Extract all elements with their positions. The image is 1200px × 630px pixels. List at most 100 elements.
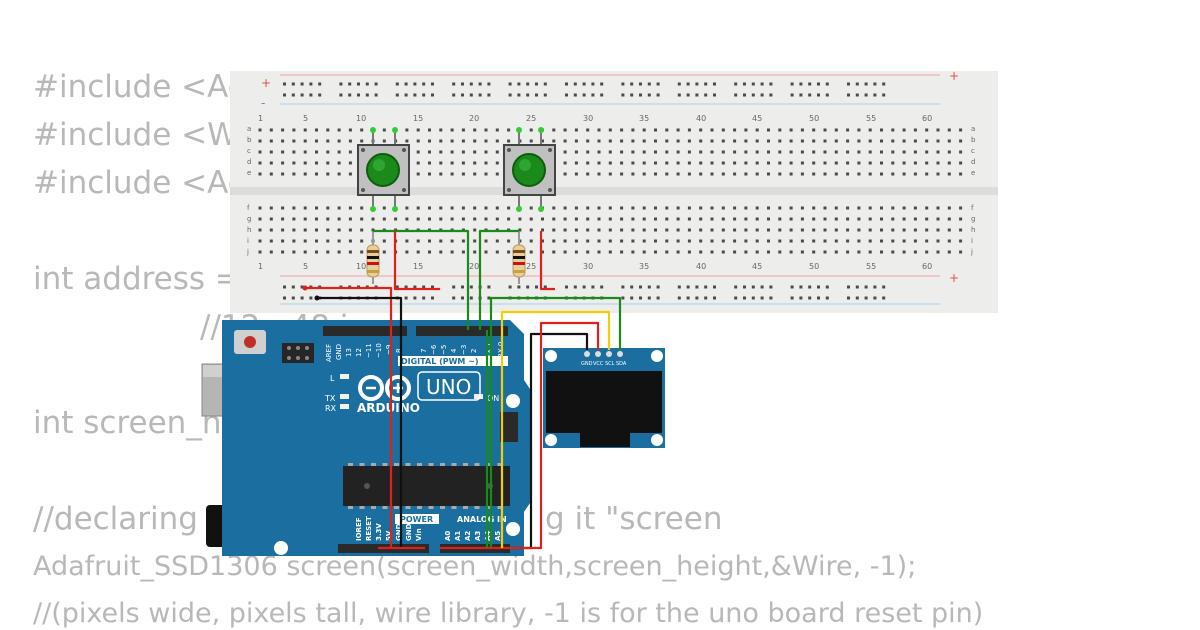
row-letters: a b c d e f g h i j a b c d e f g h i j — [246, 125, 976, 256]
wires — [305, 229, 622, 550]
code-line-include-1: #include <Ad — [33, 69, 248, 105]
pin-label: ~6 — [430, 344, 438, 355]
power-label: POWER — [400, 515, 433, 524]
pin-label: ~3 — [460, 345, 468, 355]
column-numbers-top: 1 5 10 15 20 25 30 35 40 45 50 55 60 — [258, 114, 932, 123]
oled-pin-label: SCL — [605, 361, 615, 367]
col-num: 35 — [639, 262, 649, 271]
pin-label: AREF — [325, 344, 333, 362]
pin-label: A3 — [474, 531, 482, 541]
pin-label: IOREF — [355, 517, 363, 541]
col-num: 5 — [303, 262, 308, 271]
wire-green-button1-to-pin3 — [373, 229, 470, 330]
row-letter: g — [247, 215, 251, 223]
led-label-on: ON — [487, 394, 499, 403]
col-num: 55 — [866, 262, 876, 271]
oled-display-module[interactable]: GND VCC SCL SDA — [543, 348, 665, 448]
pin-label: A5 — [494, 531, 502, 541]
row-letter: f — [247, 204, 250, 212]
pin-label: A0 — [444, 531, 452, 541]
row-letter: e — [247, 169, 251, 177]
digital-header-left — [323, 326, 407, 336]
col-num: 1 — [258, 262, 263, 271]
resistor-1[interactable] — [366, 231, 380, 284]
row-letter: e — [971, 169, 975, 177]
wire-red-rail-to-5v — [305, 286, 393, 548]
pin-label: ~10 — [375, 343, 383, 358]
reset-button-cap[interactable] — [244, 336, 256, 348]
button-cap[interactable] — [512, 153, 546, 187]
wire-yellow-oled-scl — [500, 310, 611, 548]
pin-label: 3.3V — [375, 523, 383, 541]
code-line-address: int address = — [33, 261, 241, 297]
oled-screen — [546, 371, 662, 433]
rail-plus-label-br: + — [949, 271, 959, 285]
arduino-uno-board[interactable]: AREF GND 13 12 ~11 ~10 ~9 8 7 ~6 ~5 4 ~3… — [201, 320, 532, 556]
breadboard-center-channel — [230, 187, 998, 195]
pin-label: GND — [405, 523, 413, 541]
oled-pin-labels: GND VCC SCL SDA — [581, 361, 627, 367]
row-letter: c — [247, 147, 251, 155]
row-letter: h — [971, 226, 975, 234]
icsp-header-2 — [500, 412, 518, 442]
oled-pin-label: GND — [581, 361, 593, 367]
resistor-2[interactable] — [512, 231, 526, 284]
col-num: 45 — [752, 262, 762, 271]
pin-label: 5V — [385, 530, 393, 541]
pin-label: 13 — [345, 348, 353, 357]
pin-label: RESET — [365, 516, 373, 541]
led-label-tx: TX — [324, 394, 336, 403]
digital-header-right — [416, 326, 508, 336]
pin-label: 2 — [470, 349, 478, 353]
code-line-pixels-comment: //(pixels wide, pixels tall, wire librar… — [33, 598, 984, 629]
oled-pin-label: VCC — [593, 361, 604, 367]
code-line-declaring-tail: g it "screen — [545, 501, 723, 537]
col-num: 10 — [356, 262, 366, 271]
row-letter: a — [971, 125, 975, 133]
col-num: 60 — [922, 114, 932, 123]
col-num: 55 — [866, 114, 876, 123]
code-line-include-2: #include <Wi — [33, 117, 246, 153]
col-num: 20 — [469, 114, 479, 123]
atmega-chip — [343, 466, 510, 506]
col-num: 10 — [356, 114, 366, 123]
pin-label: GND — [335, 344, 343, 360]
row-letter: h — [247, 226, 251, 234]
col-num: 5 — [303, 114, 308, 123]
col-num: 20 — [469, 262, 479, 271]
wire-black-rail-to-gnd — [317, 296, 403, 548]
button-cap[interactable] — [366, 153, 400, 187]
col-num: 50 — [809, 262, 819, 271]
oled-pin-label: SDA — [616, 361, 627, 367]
row-letter: d — [247, 158, 251, 166]
wire-green-button2-to-pin2 — [478, 229, 519, 330]
push-button-2[interactable] — [503, 127, 556, 212]
col-num: 45 — [752, 114, 762, 123]
pin-label: ~9 — [385, 345, 393, 355]
icsp-header — [282, 343, 314, 363]
uno-label: UNO — [426, 375, 471, 399]
pin-label: 7 — [420, 349, 428, 353]
pin-label: A1 — [454, 531, 462, 541]
row-letter: b — [247, 136, 252, 144]
pin-label: ~5 — [440, 345, 448, 355]
led-label-l: L — [330, 374, 335, 383]
row-letter: f — [971, 204, 974, 212]
pin-label: ~11 — [365, 343, 373, 358]
top-pin-labels: AREF GND 13 12 ~11 ~10 ~9 8 7 ~6 ~5 4 ~3… — [325, 342, 505, 362]
col-num: 25 — [526, 114, 536, 123]
col-num: 60 — [922, 262, 932, 271]
arduino-brand-label: ARDUINO — [357, 401, 420, 415]
pin-label: TX 1 — [485, 342, 493, 359]
row-letter: c — [971, 147, 975, 155]
pin-label: 4 — [450, 348, 458, 353]
push-button-1[interactable] — [357, 127, 410, 212]
row-letter: j — [246, 248, 249, 256]
col-num: 1 — [258, 114, 263, 123]
wire-green-oled-sda — [489, 296, 622, 548]
wire-red-button2-vcc — [539, 231, 555, 291]
row-letter: i — [247, 237, 249, 245]
col-num: 35 — [639, 114, 649, 123]
col-num: 40 — [696, 262, 706, 271]
